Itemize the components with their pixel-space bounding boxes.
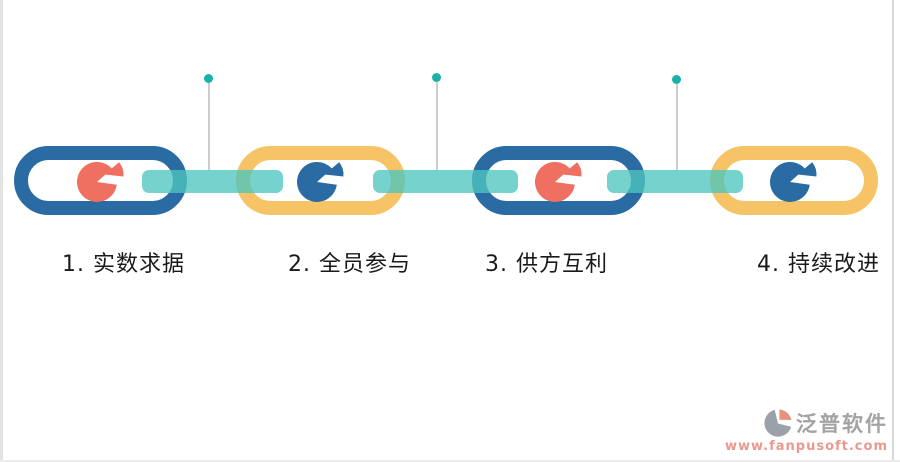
connector-dot-line-3 <box>672 75 681 170</box>
teal-dot-icon <box>672 75 681 84</box>
step-label-2: 2. 全员参与 <box>288 252 411 277</box>
page-right-border <box>892 0 894 462</box>
watermark-brand-text: 泛普软件 <box>796 412 888 436</box>
chain-bar-segment-3 <box>607 170 743 193</box>
page-bottom-border <box>0 460 900 462</box>
teal-dot-icon <box>204 74 213 83</box>
connector-stem <box>435 82 438 170</box>
pie-chart-icon <box>296 161 344 202</box>
connector-dot-line-2 <box>432 73 441 170</box>
connector-dot-line-1 <box>204 74 213 170</box>
pie-chart-icon <box>76 161 124 202</box>
connector-stem <box>207 83 210 170</box>
step-label-3: 3. 供方互利 <box>485 252 608 277</box>
fanpu-logo-icon <box>764 409 792 437</box>
teal-dot-icon <box>432 73 441 82</box>
watermark: 泛普软件 www.fanpusoft.com <box>725 408 888 454</box>
step-label-1: 1. 实数求据 <box>62 252 185 277</box>
page-left-border <box>0 0 3 462</box>
chain-bar-segment-2 <box>373 170 518 193</box>
step-label-4: 4. 持续改进 <box>757 252 880 277</box>
pie-chart-icon <box>534 161 582 202</box>
connector-stem <box>675 84 678 170</box>
watermark-url-text: www.fanpusoft.com <box>724 439 888 454</box>
chain-bar-segment-1 <box>142 170 283 193</box>
pie-chart-icon <box>770 161 817 202</box>
